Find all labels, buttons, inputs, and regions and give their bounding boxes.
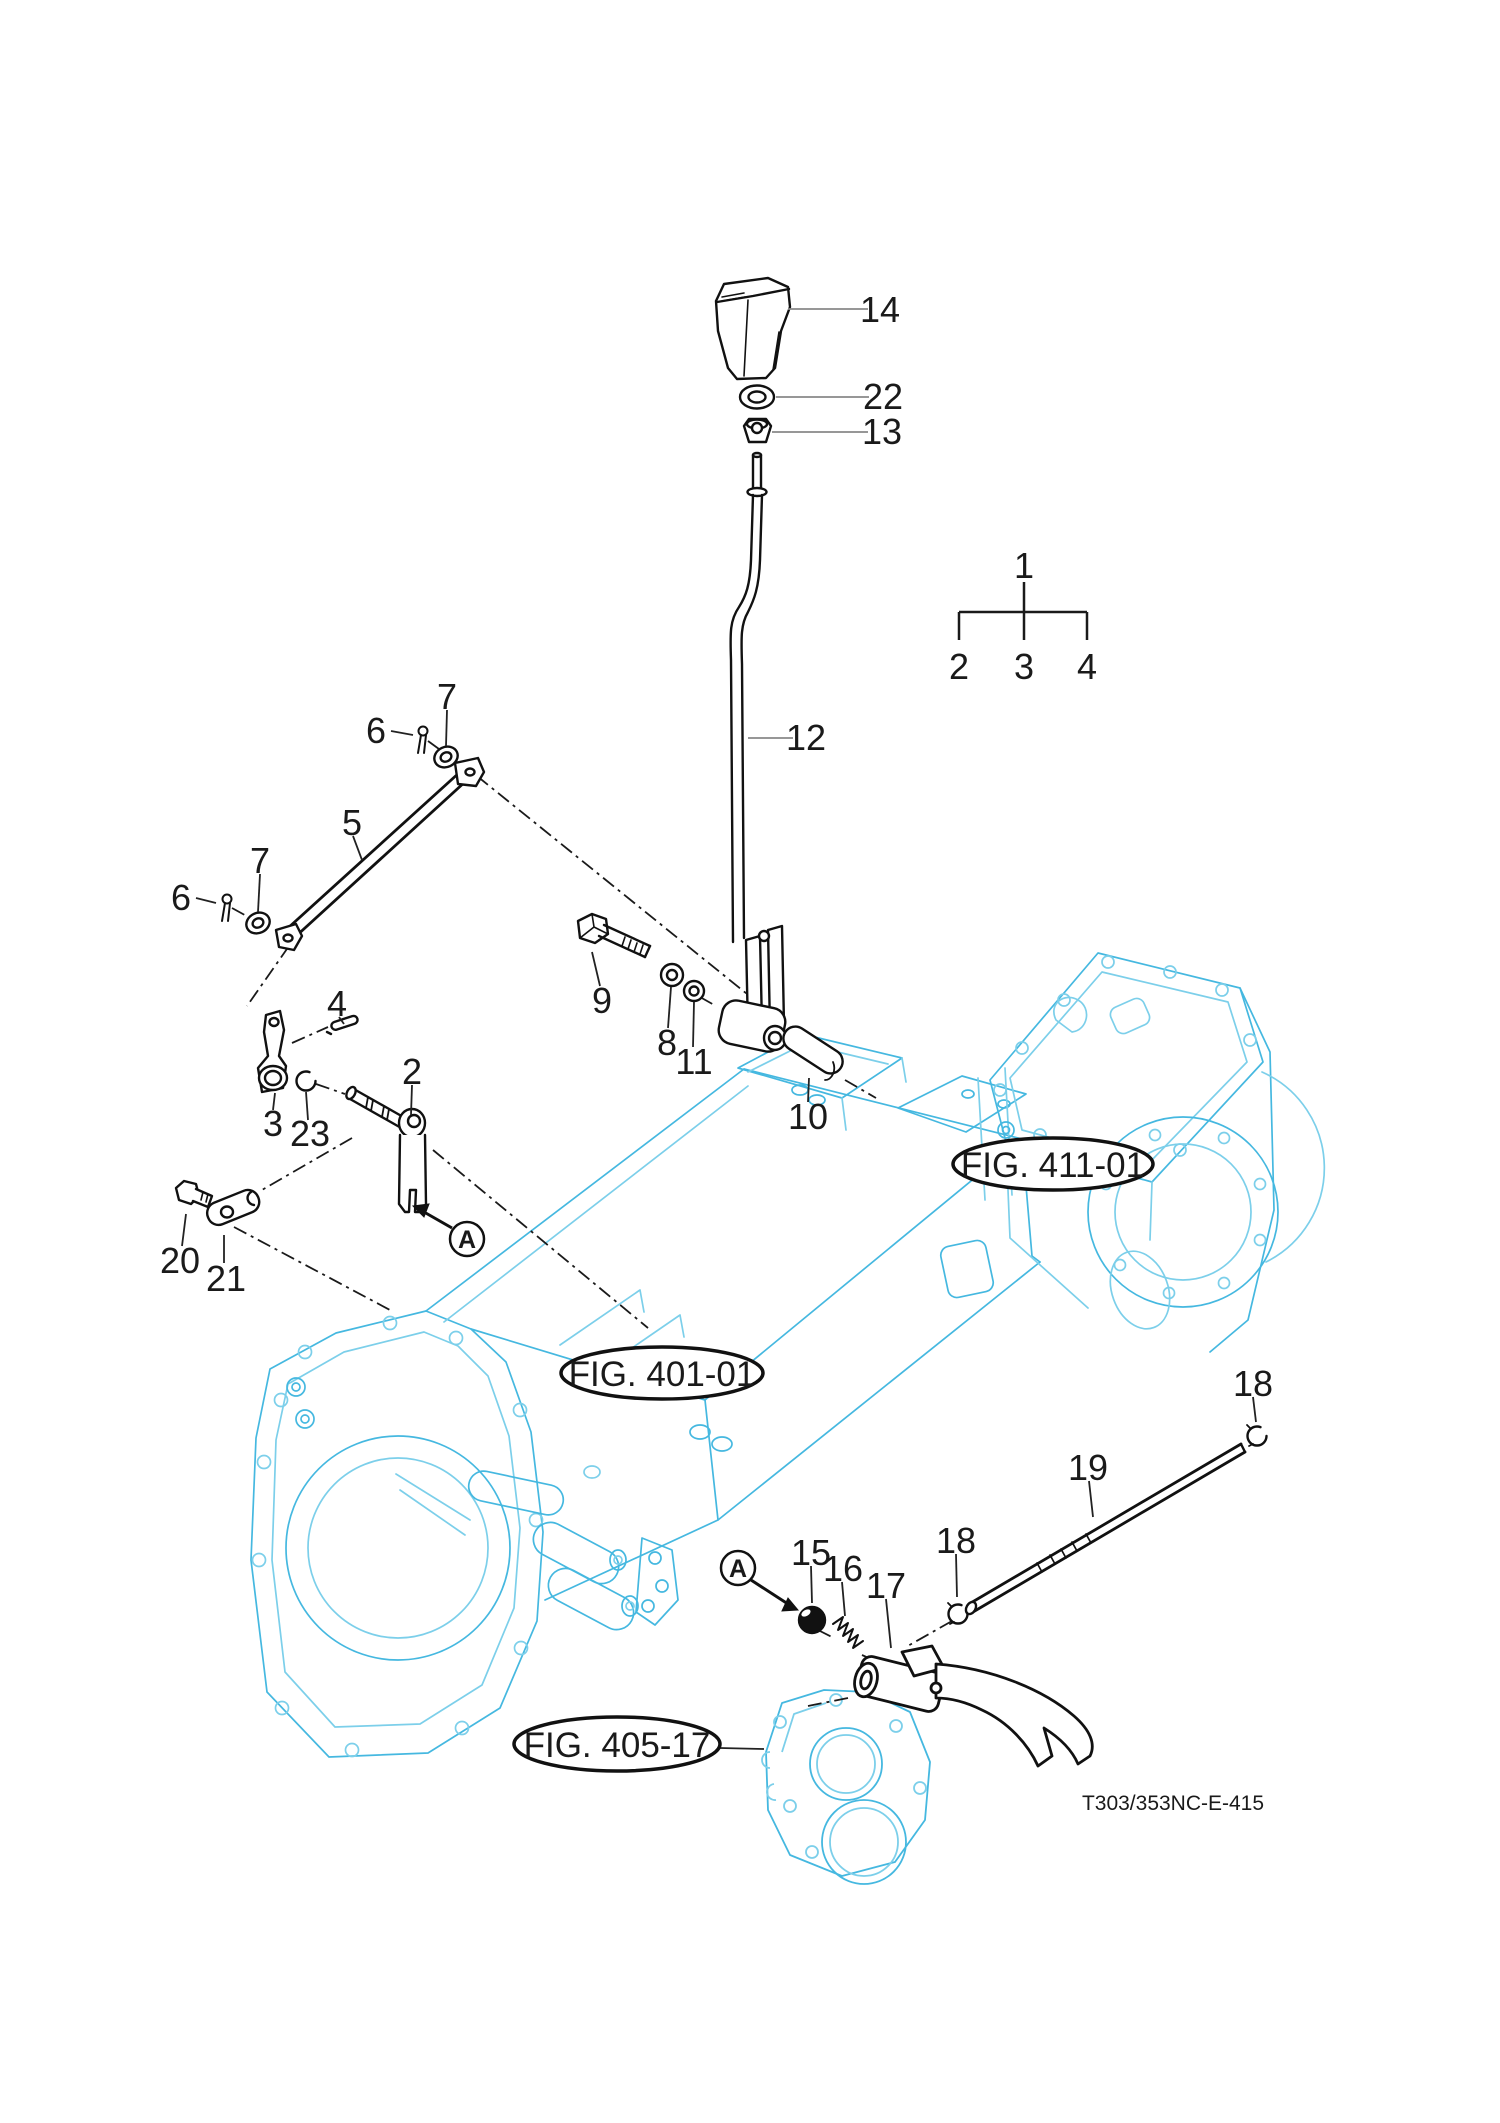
callout-2: 2 [402,1051,422,1092]
drawing-code: T303/353NC-E-415 [1082,1792,1264,1815]
fig-ref-411-01-label: FIG. 411-01 [961,1146,1145,1185]
part-bolt-20 [174,1179,214,1209]
callout-5: 5 [342,802,362,843]
detail-marker-a-ball: A [719,1549,800,1612]
callout-8: 8 [657,1022,677,1063]
parts-art [174,276,1268,1768]
part-shift-arm [256,1009,289,1094]
part-pin-4 [325,1014,359,1036]
callout-9: 9 [592,980,612,1021]
callout-3-group: 3 [1014,646,1034,687]
part-snap-ring-23 [295,1070,317,1092]
part-knob-washer [738,384,776,410]
detail-marker-a-label-1: A [458,1226,476,1254]
callout-1: 1 [1014,545,1034,586]
part-snap-ring-18-left [947,1602,969,1625]
callout-labels: 14 22 13 12 1 2 3 4 7 6 5 7 6 4 3 23 2 2… [160,289,1273,1606]
callout-11: 11 [675,1041,712,1082]
callout-13: 13 [862,411,902,452]
part-snap-ring-18-top [1246,1424,1268,1447]
detail-marker-a-label-2: A [729,1555,747,1583]
leader-lines [181,308,1257,1750]
fig-ref-405-17-label: FIG. 405-17 [524,1726,711,1765]
group-bracket-1 [957,582,1089,640]
part-detent-ball [797,1605,827,1635]
callout-4-group: 4 [1077,646,1097,687]
part-bolt-9 [576,912,652,959]
callout-7-bottom: 7 [250,840,270,881]
part-lock-plate [205,1188,261,1227]
transmission-case-art [250,952,1326,1758]
callout-19: 19 [1068,1447,1108,1488]
part-washer-8 [659,962,685,988]
callout-18-top: 18 [1233,1363,1273,1404]
fig-ref-411-01: FIG. 411-01 [951,1136,1155,1192]
callout-6-top: 6 [366,710,386,751]
part-detent-spring [832,1616,864,1649]
part-cotter-pin-bottom [221,893,233,922]
fig-ref-405-17: FIG. 405-17 [512,1715,722,1773]
part-shift-lever [717,451,788,1053]
callout-16: 16 [823,1548,863,1589]
callout-12: 12 [786,717,826,758]
callout-22: 22 [863,376,903,417]
fig-ref-401-01: FIG. 401-01 [559,1345,765,1401]
callout-18-left: 18 [936,1520,976,1561]
callout-20: 20 [160,1240,200,1281]
callout-17: 17 [866,1565,906,1606]
part-cotter-pin-top [417,725,429,754]
detail-marker-a-shaft: A [411,1203,486,1258]
part-shift-fork [853,1644,1094,1768]
part-lock-nut [742,417,773,444]
part-rod-washer-top [433,745,459,769]
callout-6-bottom: 6 [171,877,191,918]
fig-ref-401-01-label: FIG. 401-01 [569,1355,756,1394]
callout-2-group: 2 [949,646,969,687]
callout-3: 3 [263,1103,283,1144]
callout-10: 10 [788,1096,828,1137]
part-shifter-shaft [345,1085,428,1214]
side-cover-plate-art [761,1689,931,1885]
part-shift-knob [714,276,792,381]
callout-15: 15 [791,1532,831,1573]
callout-14: 14 [860,289,900,330]
callout-4: 4 [327,983,347,1024]
part-washer-11 [682,979,706,1003]
part-spacer-sleeve [782,1025,844,1081]
callout-21: 21 [206,1258,246,1299]
part-shift-rod [274,756,486,952]
callout-23: 23 [290,1113,330,1154]
callout-7-top: 7 [437,676,457,717]
part-rod-washer-bottom [245,911,271,935]
